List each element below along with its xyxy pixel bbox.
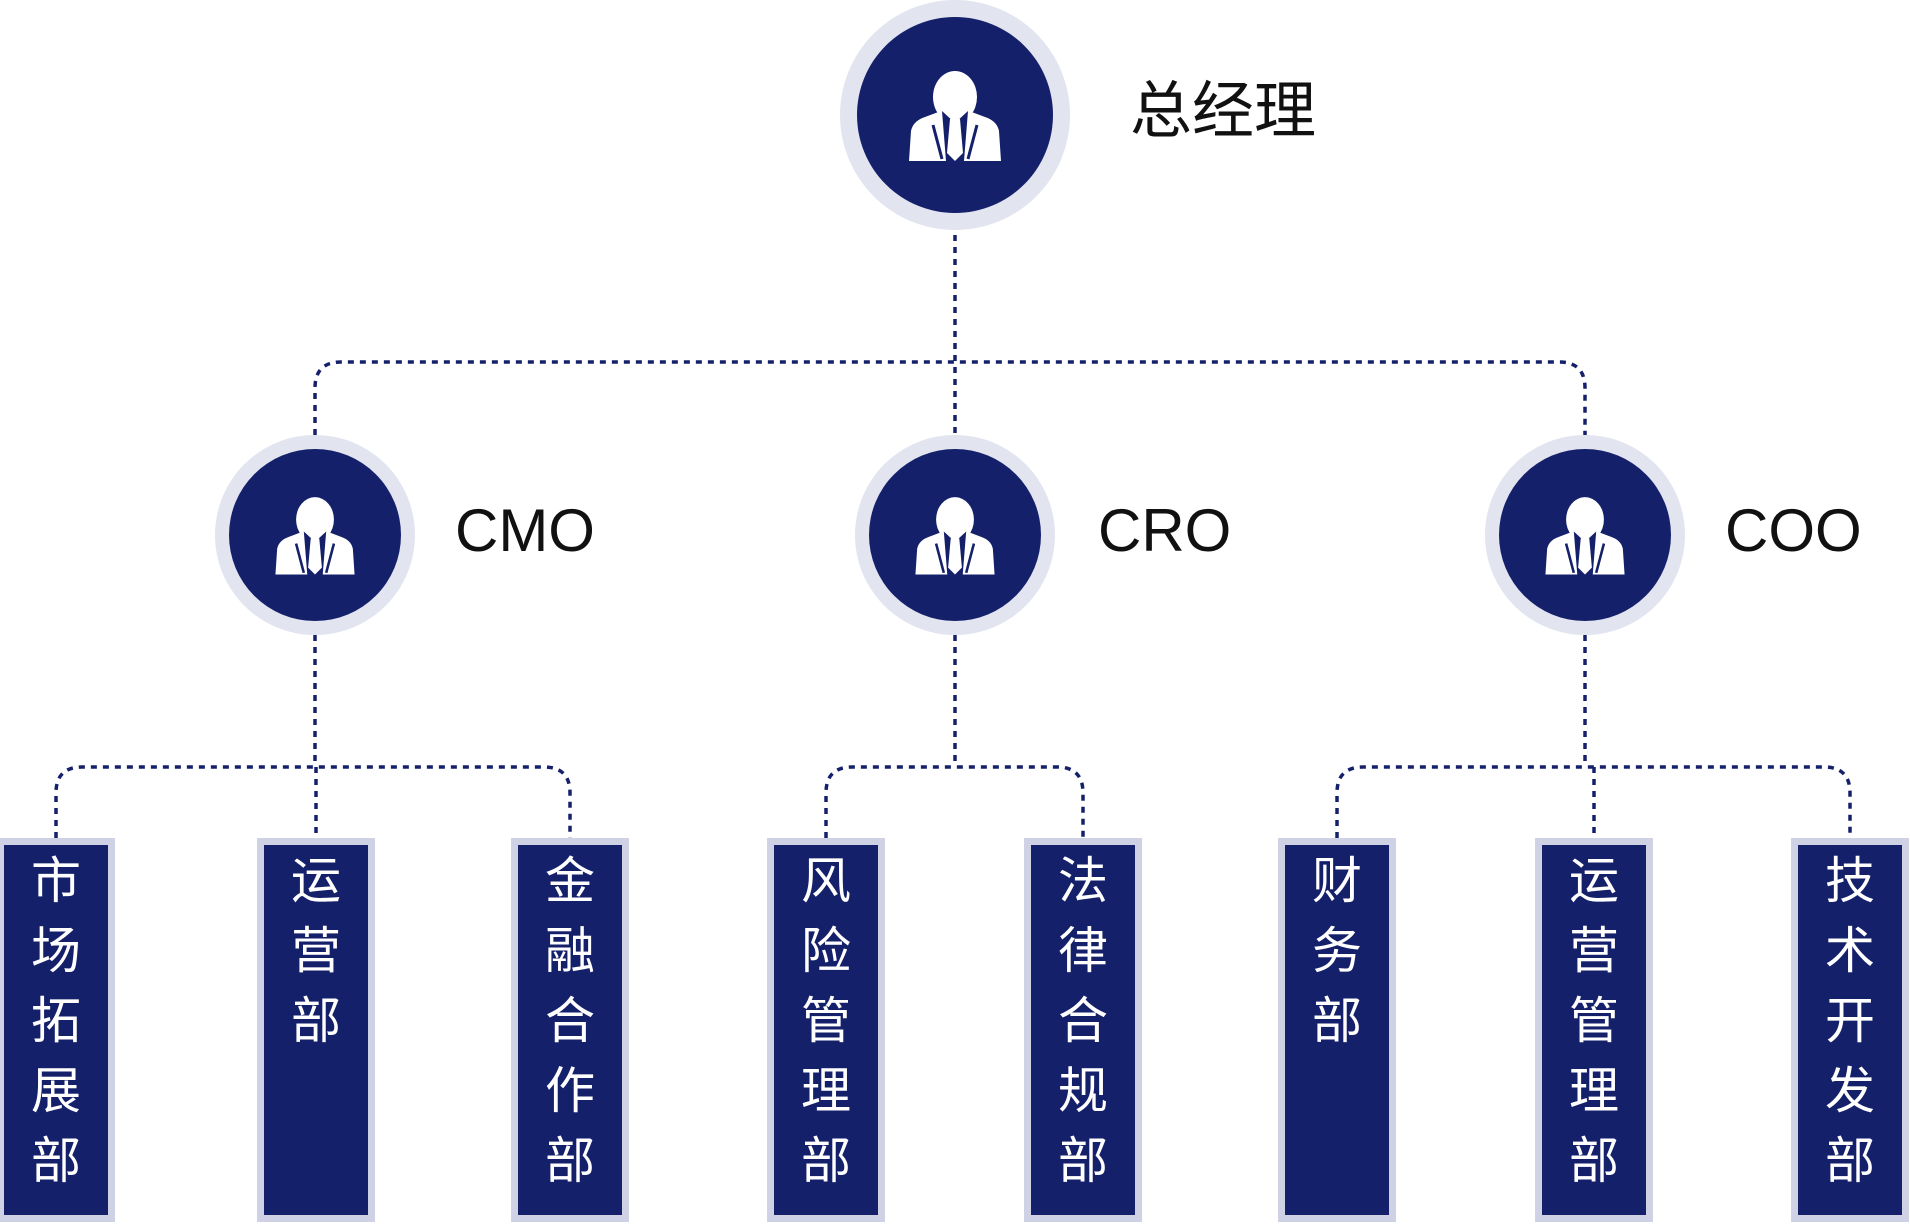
- department-box: 运营部: [257, 838, 375, 1222]
- executive-title: CMO: [455, 497, 595, 564]
- department-label-char: 管: [1569, 992, 1619, 1050]
- department-label-char: 部: [291, 992, 341, 1050]
- department-label-char: 市: [31, 852, 81, 910]
- department-label-char: 营: [1569, 922, 1619, 980]
- person-tie: [1578, 538, 1592, 575]
- department-label: 运营部: [291, 852, 341, 1050]
- department-label-char: 展: [31, 1062, 81, 1120]
- department-box-fill: [1798, 845, 1902, 1215]
- department-label-char: 理: [1569, 1062, 1619, 1120]
- department-label-char: 部: [1569, 1132, 1619, 1190]
- person-head: [296, 497, 334, 542]
- person-lapel-right: [964, 543, 976, 574]
- department-box: 风险管理部: [767, 838, 885, 1222]
- department-label-char: 部: [31, 1132, 81, 1190]
- person-tie-icon: [915, 497, 995, 575]
- department-box: 财务部: [1278, 838, 1396, 1222]
- person-head: [936, 497, 974, 542]
- department-box-fill: [1031, 845, 1135, 1215]
- department-label: 市场拓展部: [31, 852, 81, 1190]
- root-title: 总经理: [1130, 74, 1316, 147]
- executive-node: [215, 435, 415, 635]
- executive-title: CRO: [1098, 497, 1231, 564]
- department-label-char: 部: [545, 1132, 595, 1190]
- department-box-fill: [1542, 845, 1646, 1215]
- executive-node: [1485, 435, 1685, 635]
- department-label-char: 合: [1058, 992, 1108, 1050]
- department-label: 风险管理部: [801, 852, 851, 1190]
- department-label-char: 术: [1825, 922, 1875, 980]
- person-tie-icon: [1545, 497, 1625, 575]
- department-label-char: 合: [545, 992, 595, 1050]
- person-head: [1566, 497, 1604, 542]
- person-lapel-left: [1564, 543, 1576, 574]
- department-label-char: 部: [801, 1132, 851, 1190]
- person-lapel-right: [966, 124, 979, 160]
- person-tie-icon: [909, 71, 1001, 161]
- department-box-fill: [518, 845, 622, 1215]
- department-box-fill: [264, 845, 368, 1215]
- person-tie: [308, 538, 322, 575]
- person-tie: [948, 538, 962, 575]
- department-label-char: 部: [1058, 1132, 1108, 1190]
- person-tie: [947, 119, 963, 161]
- department-label-char: 拓: [31, 992, 81, 1050]
- department-box-fill: [774, 845, 878, 1215]
- department-box-fill: [4, 845, 108, 1215]
- executive-node: [855, 435, 1055, 635]
- department-label-char: 技: [1825, 852, 1875, 910]
- root-node: [840, 0, 1070, 230]
- department-label-char: 开: [1825, 992, 1875, 1050]
- department-label-char: 发: [1825, 1062, 1875, 1120]
- executive-title: COO: [1725, 497, 1862, 564]
- connector-department-bus-1: [824, 765, 1085, 838]
- person-lapel-left: [294, 543, 306, 574]
- department-label-char: 运: [291, 852, 341, 910]
- department-box: 市场拓展部: [0, 838, 115, 1222]
- department-label-char: 营: [291, 922, 341, 980]
- department-label: 运营管理部: [1569, 852, 1619, 1190]
- connector-department-bus-0: [54, 765, 572, 838]
- department-box: 技术开发部: [1791, 838, 1909, 1222]
- department-label: 财务部: [1312, 852, 1362, 1050]
- department-label-char: 融: [545, 922, 595, 980]
- person-lapel-left: [934, 543, 946, 574]
- department-label-char: 管: [801, 992, 851, 1050]
- department-label-char: 务: [1312, 922, 1362, 980]
- department-label-char: 财: [1312, 852, 1362, 910]
- department-label-char: 作: [545, 1062, 595, 1120]
- person-tie-icon: [275, 497, 355, 575]
- department-label-char: 律: [1058, 922, 1108, 980]
- department-label-char: 部: [1312, 992, 1362, 1050]
- department-label-char: 险: [801, 922, 851, 980]
- person-head: [933, 71, 977, 123]
- department-label-char: 部: [1825, 1132, 1875, 1190]
- person-lapel-right: [324, 543, 336, 574]
- department-box: 运营管理部: [1535, 838, 1653, 1222]
- department-box-fill: [1285, 845, 1389, 1215]
- department-label-char: 运: [1569, 852, 1619, 910]
- person-lapel-right: [1594, 543, 1606, 574]
- department-label-char: 场: [31, 922, 81, 980]
- connector-lines: [54, 223, 1852, 838]
- department-label-char: 风: [801, 852, 851, 910]
- department-box: 金融合作部: [511, 838, 629, 1222]
- department-label-char: 法: [1058, 852, 1108, 910]
- department-label: 技术开发部: [1825, 852, 1875, 1190]
- department-label-char: 理: [801, 1062, 851, 1120]
- person-lapel-left: [931, 124, 944, 160]
- department-label-char: 金: [545, 852, 595, 910]
- department-box: 法律合规部: [1024, 838, 1142, 1222]
- department-label: 法律合规部: [1058, 852, 1108, 1190]
- connector-executive-bus: [313, 360, 1587, 435]
- department-label: 金融合作部: [545, 852, 595, 1190]
- department-label-char: 规: [1058, 1062, 1108, 1120]
